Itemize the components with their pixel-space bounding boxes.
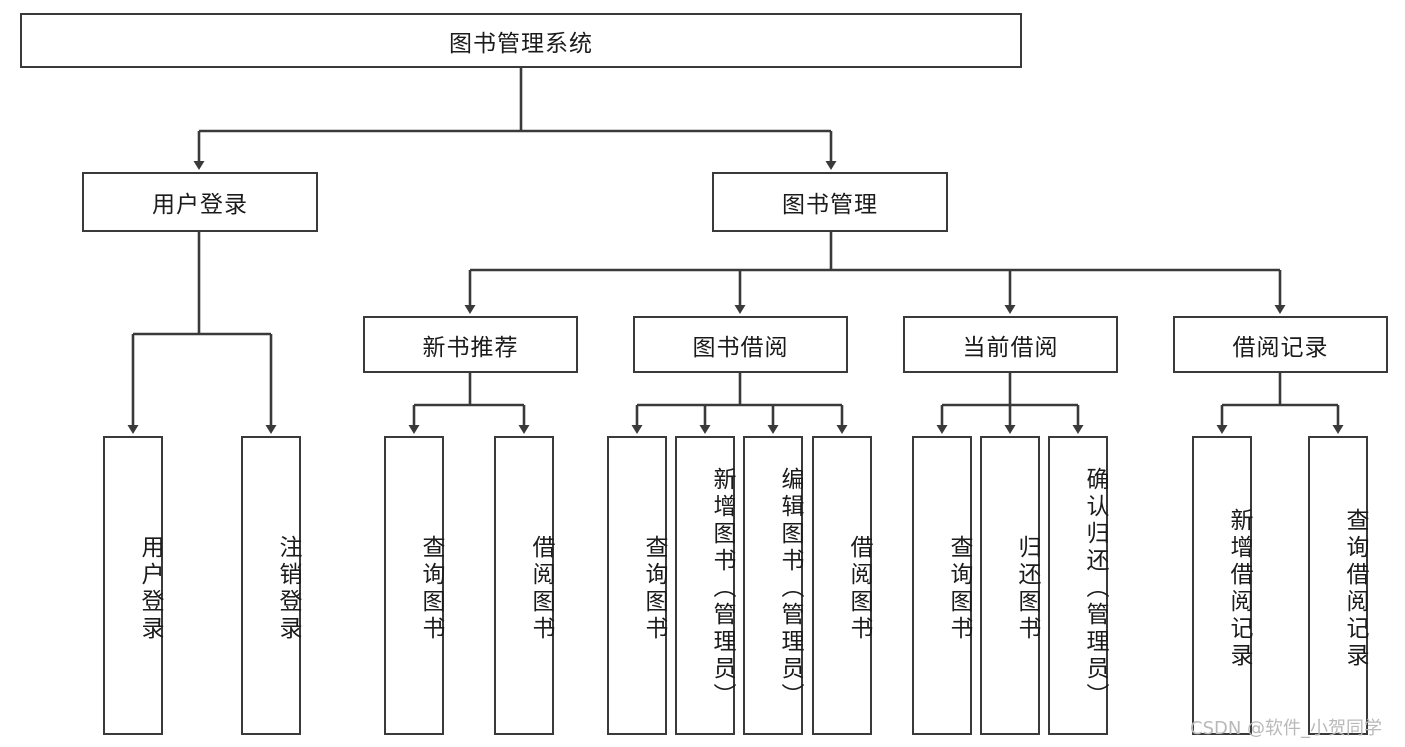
node-book-management[interactable]: 图书管理 (712, 172, 948, 232)
node-new-book-recommend[interactable]: 新书推荐 (363, 316, 578, 373)
node-label: 借阅记录 (1232, 334, 1329, 361)
node-leaf-borrow-book[interactable]: 借阅图书 (812, 436, 872, 735)
node-leaf-query-book-borrow[interactable]: 查询图书 (607, 436, 667, 735)
node-root-system[interactable]: 图书管理系统 (20, 13, 1022, 68)
node-borrow-record[interactable]: 借阅记录 (1173, 316, 1388, 373)
node-label: 图书借阅 (692, 334, 789, 361)
node-leaf-query-book-current[interactable]: 查询图书 (912, 436, 972, 735)
node-label: 用户登录 (137, 534, 163, 643)
node-label: 新增图书（管理员） (709, 467, 735, 710)
node-label: 注销登录 (275, 534, 301, 643)
node-leaf-confirm-return-admin[interactable]: 确认归还（管理员） (1048, 436, 1108, 735)
node-label: 借阅图书 (846, 534, 872, 643)
node-label: 当前借阅 (962, 334, 1059, 361)
node-leaf-add-borrow-record[interactable]: 新增借阅记录 (1192, 436, 1252, 735)
node-leaf-borrow-book-newbook[interactable]: 借阅图书 (494, 436, 554, 735)
node-book-borrow[interactable]: 图书借阅 (633, 316, 848, 373)
node-label: 查询图书 (946, 534, 972, 643)
node-label: 查询图书 (641, 534, 667, 643)
node-label: 确认归还（管理员） (1082, 467, 1108, 710)
node-leaf-add-book-admin[interactable]: 新增图书（管理员） (675, 436, 735, 735)
node-leaf-query-book-newbook[interactable]: 查询图书 (384, 436, 444, 735)
node-label: 编辑图书（管理员） (777, 467, 803, 710)
node-leaf-edit-book-admin[interactable]: 编辑图书（管理员） (743, 436, 803, 735)
node-label: 新书推荐 (422, 334, 519, 361)
node-label: 用户登录 (152, 192, 248, 218)
node-label: 图书管理系统 (449, 30, 593, 57)
node-leaf-query-borrow-record[interactable]: 查询借阅记录 (1308, 436, 1368, 735)
node-label: 查询借阅记录 (1342, 507, 1368, 670)
node-leaf-user-login[interactable]: 用户登录 (103, 436, 163, 735)
node-label: 图书管理 (782, 192, 878, 218)
node-user-login[interactable]: 用户登录 (82, 172, 318, 232)
node-leaf-logout[interactable]: 注销登录 (241, 436, 301, 735)
node-label: 归还图书 (1014, 534, 1040, 643)
node-leaf-return-book[interactable]: 归还图书 (980, 436, 1040, 735)
node-current-borrow[interactable]: 当前借阅 (903, 316, 1118, 373)
node-label: 查询图书 (418, 534, 444, 643)
node-label: 新增借阅记录 (1226, 507, 1252, 670)
csdn-watermark: CSDN @软件_小贺同学 (1190, 718, 1383, 739)
node-label: 借阅图书 (528, 534, 554, 643)
